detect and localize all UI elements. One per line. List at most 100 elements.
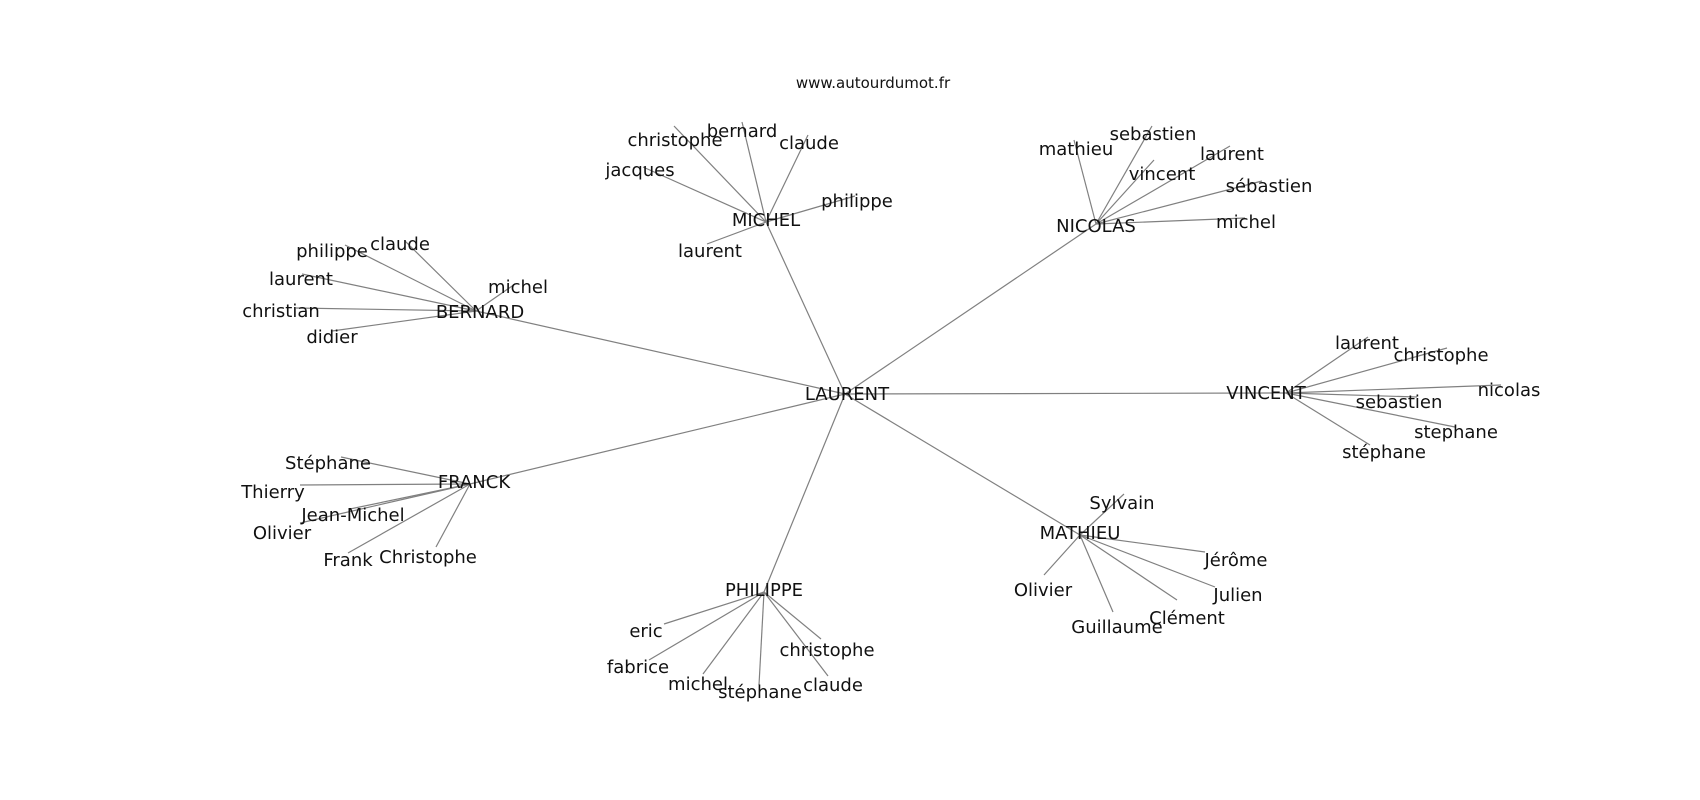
edge-michel-leaf-4 bbox=[765, 195, 856, 223]
leaf-label-bernard-4: christian bbox=[242, 301, 320, 322]
leaf-label-philippe-2: michel bbox=[668, 674, 728, 695]
edge-center-to-mathieu bbox=[844, 393, 1081, 536]
leaf-label-philippe-0: eric bbox=[629, 621, 662, 642]
edge-franck-leaf-4 bbox=[347, 483, 471, 554]
center-node-label: LAURENT bbox=[805, 384, 890, 405]
hub-label-bernard: BERNARD bbox=[436, 302, 524, 323]
edge-franck-leaf-5 bbox=[435, 483, 471, 548]
edge-center-to-vincent bbox=[844, 392, 1287, 395]
leaf-label-bernard-5: didier bbox=[306, 327, 358, 348]
hub-label-mathieu: MATHIEU bbox=[1040, 523, 1121, 544]
hub-label-philippe: PHILIPPE bbox=[725, 580, 803, 601]
graph-labels: jacqueschristophebernardclaudephilippela… bbox=[240, 121, 1540, 703]
leaf-label-franck-3: Olivier bbox=[253, 523, 312, 544]
leaf-label-nicolas-5: vincent bbox=[1129, 164, 1196, 185]
leaf-label-mathieu-2: Julien bbox=[1212, 585, 1262, 606]
leaf-label-franck-2: Jean-Michel bbox=[300, 505, 404, 526]
edge-nicolas-leaf-2 bbox=[1095, 145, 1231, 225]
edge-vincent-leaf-2 bbox=[1285, 384, 1502, 394]
edge-mathieu-leaf-1 bbox=[1079, 534, 1206, 553]
edge-vincent-leaf-1 bbox=[1285, 347, 1448, 394]
leaf-label-nicolas-1: sebastien bbox=[1110, 124, 1197, 145]
leaf-label-philippe-5: christophe bbox=[779, 640, 874, 661]
edge-center-to-philippe bbox=[763, 393, 846, 593]
edge-center-to-nicolas bbox=[844, 223, 1097, 395]
leaf-label-franck-4: Frank bbox=[323, 550, 373, 571]
edge-bernard-leaf-3 bbox=[301, 273, 477, 312]
leaf-label-mathieu-3: Clément bbox=[1149, 608, 1225, 629]
leaf-label-franck-0: Stéphane bbox=[285, 453, 371, 474]
leaf-label-nicolas-3: sébastien bbox=[1226, 176, 1313, 197]
edge-mathieu-leaf-0 bbox=[1079, 493, 1125, 536]
leaf-label-michel-3: claude bbox=[779, 133, 839, 154]
edge-nicolas-leaf-0 bbox=[1073, 139, 1097, 225]
leaf-label-vincent-1: christophe bbox=[1393, 345, 1488, 366]
edge-vincent-leaf-4 bbox=[1285, 392, 1456, 428]
leaf-label-philippe-1: fabrice bbox=[607, 657, 669, 678]
edge-franck-leaf-1 bbox=[299, 483, 471, 486]
leaf-label-mathieu-5: Olivier bbox=[1014, 580, 1073, 601]
leaf-label-nicolas-2: laurent bbox=[1200, 144, 1264, 165]
leaf-label-mathieu-0: Sylvain bbox=[1089, 493, 1154, 514]
leaf-label-mathieu-1: Jérôme bbox=[1203, 550, 1267, 571]
edge-bernard-leaf-1 bbox=[404, 240, 477, 312]
edge-bernard-leaf-4 bbox=[295, 307, 477, 312]
edge-center-to-franck bbox=[469, 393, 846, 485]
edge-mathieu-leaf-3 bbox=[1079, 534, 1178, 601]
edge-mathieu-leaf-4 bbox=[1079, 534, 1114, 613]
edge-philippe-leaf-5 bbox=[763, 591, 822, 640]
leaf-label-mathieu-4: Guillaume bbox=[1071, 617, 1162, 638]
edge-philippe-leaf-0 bbox=[663, 591, 765, 625]
leaf-label-vincent-2: nicolas bbox=[1478, 380, 1541, 401]
edge-mathieu-leaf-2 bbox=[1079, 534, 1216, 588]
edge-franck-leaf-3 bbox=[299, 483, 471, 524]
edge-nicolas-leaf-4 bbox=[1095, 217, 1246, 225]
edge-nicolas-leaf-5 bbox=[1095, 159, 1155, 225]
edge-mathieu-leaf-5 bbox=[1043, 534, 1081, 576]
leaf-label-franck-5: Christophe bbox=[379, 547, 477, 568]
site-credit: www.autourdumot.fr bbox=[796, 74, 951, 92]
leaf-label-nicolas-4: michel bbox=[1216, 212, 1276, 233]
edge-bernard-leaf-2 bbox=[475, 283, 516, 312]
edge-michel-leaf-2 bbox=[741, 121, 767, 223]
leaf-label-vincent-5: stéphane bbox=[1342, 442, 1426, 463]
edge-michel-leaf-0 bbox=[642, 166, 767, 223]
leaf-label-bernard-3: laurent bbox=[269, 269, 333, 290]
graph-edges bbox=[295, 121, 1502, 686]
leaf-label-michel-2: bernard bbox=[707, 121, 778, 142]
hub-label-franck: FRANCK bbox=[438, 472, 511, 493]
hub-label-vincent: VINCENT bbox=[1226, 383, 1306, 404]
edge-philippe-leaf-2 bbox=[702, 591, 765, 675]
edge-bernard-leaf-0 bbox=[344, 244, 477, 312]
leaf-label-vincent-0: laurent bbox=[1335, 333, 1399, 354]
leaf-label-michel-1: christophe bbox=[627, 130, 722, 151]
leaf-label-philippe-3: stéphane bbox=[718, 682, 802, 703]
leaf-label-vincent-3: sebastien bbox=[1356, 392, 1443, 413]
edge-michel-leaf-3 bbox=[765, 134, 809, 223]
edge-vincent-leaf-0 bbox=[1285, 336, 1369, 394]
leaf-label-nicolas-0: mathieu bbox=[1039, 139, 1114, 160]
hub-label-nicolas: NICOLAS bbox=[1056, 216, 1136, 237]
leaf-label-michel-0: jacques bbox=[604, 160, 674, 181]
leaf-label-bernard-2: michel bbox=[488, 277, 548, 298]
edge-vincent-leaf-3 bbox=[1285, 392, 1418, 398]
edge-michel-leaf-5 bbox=[706, 221, 767, 245]
hub-label-michel: MICHEL bbox=[732, 210, 800, 231]
leaf-label-franck-1: Thierry bbox=[240, 482, 305, 503]
edge-philippe-leaf-4 bbox=[763, 591, 829, 677]
edge-center-to-michel bbox=[765, 221, 846, 395]
leaf-label-bernard-1: claude bbox=[370, 234, 430, 255]
edge-franck-leaf-0 bbox=[340, 456, 471, 485]
leaf-label-michel-5: laurent bbox=[678, 241, 742, 262]
edge-vincent-leaf-5 bbox=[1285, 392, 1371, 446]
edge-michel-leaf-1 bbox=[673, 125, 767, 223]
leaf-label-bernard-0: philippe bbox=[296, 241, 368, 262]
edge-nicolas-leaf-3 bbox=[1095, 180, 1263, 225]
leaf-label-vincent-4: stephane bbox=[1414, 422, 1498, 443]
edge-philippe-leaf-1 bbox=[648, 591, 765, 661]
edge-center-to-bernard bbox=[475, 310, 846, 395]
edge-bernard-leaf-5 bbox=[331, 310, 477, 332]
leaf-label-philippe-4: claude bbox=[803, 675, 863, 696]
edge-nicolas-leaf-1 bbox=[1095, 125, 1153, 225]
